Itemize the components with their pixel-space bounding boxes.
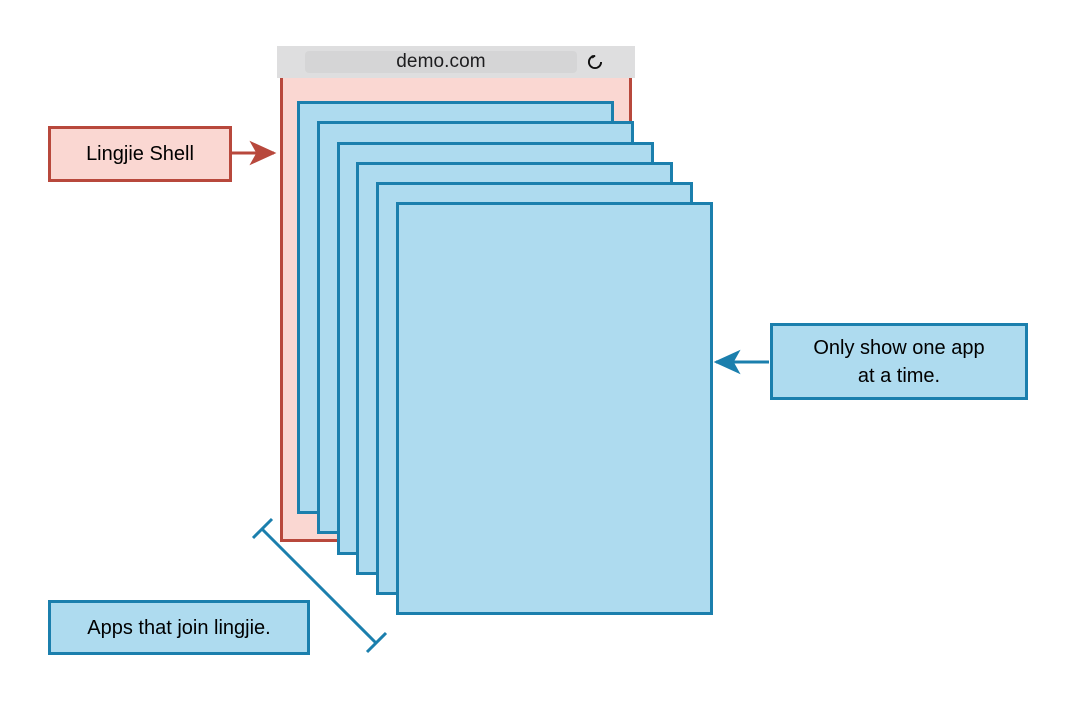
url-bar[interactable]	[305, 51, 577, 73]
callout-lingjie-shell-label: Lingjie Shell	[86, 143, 194, 165]
callout-one-app-at-a-time[interactable]: Only show one app at a time.	[770, 323, 1028, 400]
callout-apps-that-join[interactable]: Apps that join lingjie.	[48, 600, 310, 655]
callout-apps-that-join-label: Apps that join lingjie.	[87, 616, 271, 639]
browser-chrome: demo.com	[277, 46, 635, 78]
reload-icon[interactable]	[582, 50, 608, 74]
callout-one-app-line1: Only show one app	[813, 336, 985, 359]
callout-one-app-text: Only show one app at a time.	[813, 334, 984, 390]
callout-lingjie-shell[interactable]: Lingjie Shell	[48, 126, 232, 182]
url-text: demo.com	[396, 51, 486, 72]
app-card-6[interactable]	[396, 202, 713, 615]
callout-one-app-line2: at a time.	[857, 364, 941, 387]
